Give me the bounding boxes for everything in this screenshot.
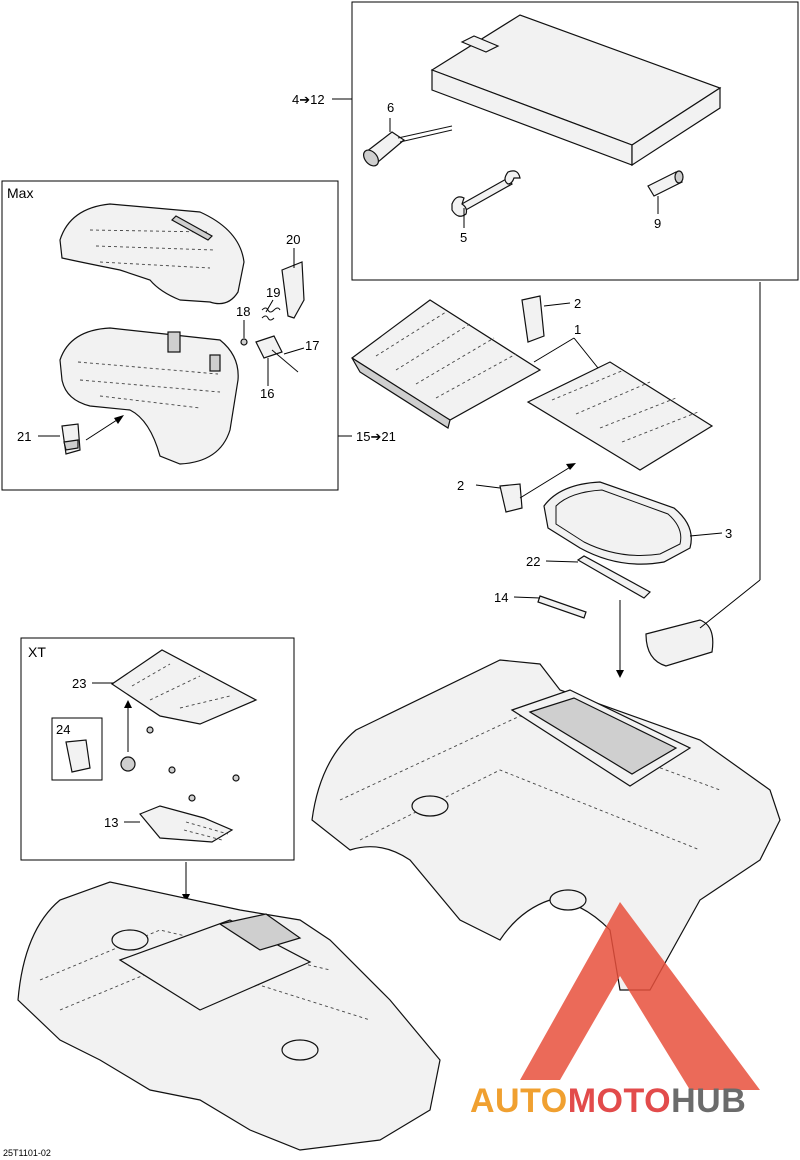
callout-17: 17 [305, 338, 319, 353]
spring-19 [261, 307, 281, 321]
xt-latch-13 [139, 805, 234, 843]
callout-13: 13 [104, 815, 118, 830]
fuse-part [647, 170, 684, 197]
rack-up-arrow [519, 465, 573, 499]
section-label-max: Max [7, 185, 33, 201]
xt-clip-24 [51, 717, 103, 781]
rack-bracket-2-lower [499, 483, 523, 513]
tool-kit-frame [351, 1, 799, 281]
callout-3: 3 [725, 526, 732, 541]
callout-14: 14 [494, 590, 508, 605]
watermark-logo: AUTOMOTOHUB [470, 902, 760, 1120]
callout-24: 24 [56, 722, 70, 737]
wrench-part [451, 170, 521, 217]
callout-21: 21 [17, 429, 31, 444]
latch-assembly-16 [255, 335, 299, 373]
xt-bracket-23 [110, 649, 258, 725]
rack-bracket-2-upper [521, 295, 545, 343]
screwdriver-part [363, 125, 453, 167]
callout-23: 23 [72, 676, 86, 691]
callout-18: 18 [236, 304, 250, 319]
callout-22: 22 [526, 554, 540, 569]
pin-18 [240, 338, 248, 346]
callout-15-to-21: 15➔21 [356, 429, 396, 444]
max-assembly-arrow [85, 417, 121, 441]
max-section-frame [1, 180, 339, 491]
callout-2-upper: 2 [574, 296, 581, 311]
max-storage-lid [59, 203, 245, 305]
callout-1: 1 [574, 322, 581, 337]
retainer-22 [576, 555, 651, 599]
callout-6: 6 [387, 100, 394, 115]
xt-up-arrowhead [124, 700, 132, 708]
callout-9: 9 [654, 216, 661, 231]
watermark-text: AUTOMOTOHUB [470, 1082, 746, 1120]
fender-down-arrowhead-right [616, 670, 624, 678]
callout-20: 20 [286, 232, 300, 247]
callout-2-lower: 2 [457, 478, 464, 493]
tool-pouch [430, 14, 722, 167]
callout-19: 19 [266, 285, 280, 300]
seal-3 [543, 481, 692, 565]
pouch-leader-2 [699, 579, 761, 629]
callout-5: 5 [460, 230, 467, 245]
rack-up-arrowhead [566, 463, 576, 470]
rear-fender-max [311, 659, 781, 991]
section-label-xt: XT [28, 644, 46, 660]
rear-rack-lower [526, 361, 714, 471]
reference-code: 25T1101-02 [3, 1148, 51, 1158]
key-14 [537, 595, 587, 619]
watermark-triangle-inner-icon [598, 996, 640, 1030]
max-storage-tub [59, 327, 239, 465]
callout-16: 16 [260, 386, 274, 401]
rear-rack-upper [350, 299, 542, 429]
xt-fasteners [120, 726, 240, 802]
watermark-triangle-icon [520, 902, 760, 1090]
watermark-hub: HUB [671, 1082, 746, 1120]
max-assembly-arrowhead [114, 415, 124, 424]
watermark-auto: AUTO [470, 1082, 568, 1120]
xt-section-frame [20, 637, 295, 861]
latch-clip-20 [281, 261, 305, 319]
watermark-moto: MOTO [568, 1082, 671, 1120]
leader-lines [38, 98, 723, 823]
callout-4-to-12: 4➔12 [292, 92, 325, 107]
rear-fender-xt [17, 881, 441, 1151]
tool-pouch-small [645, 619, 714, 667]
bracket-21 [61, 423, 81, 455]
